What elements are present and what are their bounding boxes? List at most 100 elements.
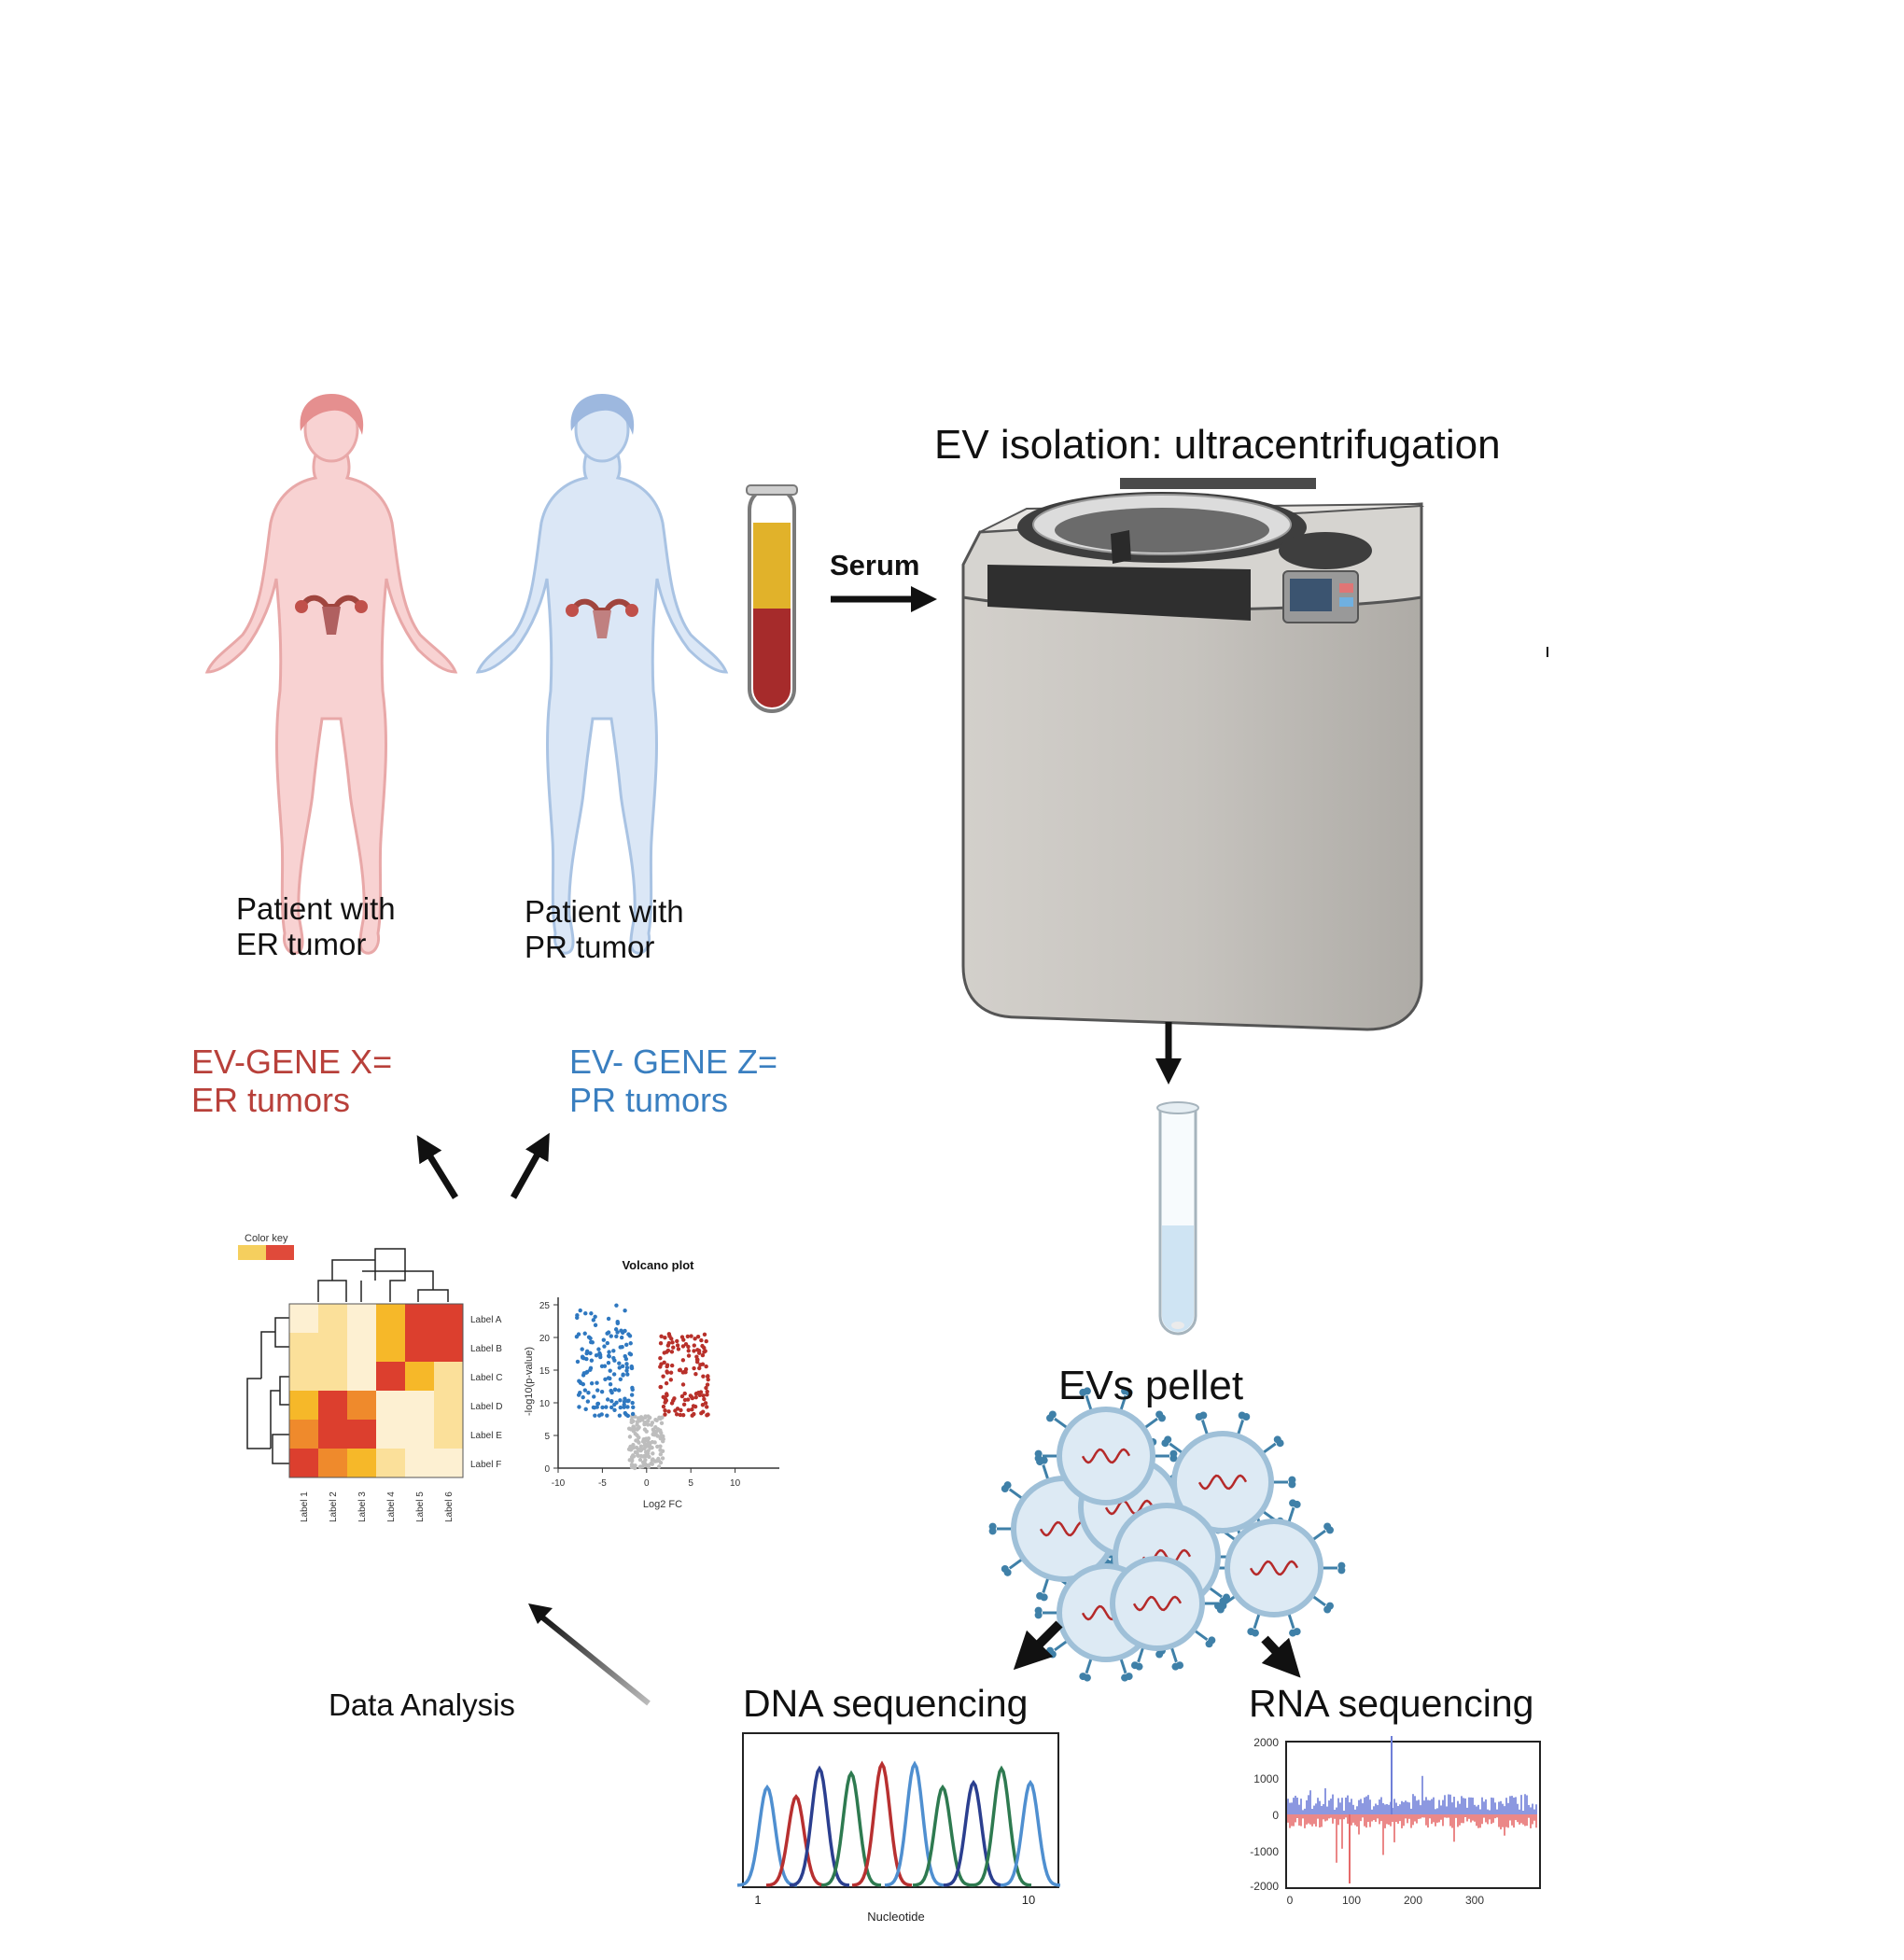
- heatmap-col-label: Label 3: [357, 1491, 368, 1522]
- volcano-point-down: [622, 1399, 627, 1405]
- volcano-point-ns: [651, 1433, 657, 1437]
- patient-er-figure: [204, 394, 458, 955]
- volcano-point-ns: [651, 1457, 655, 1462]
- volcano-point-up: [700, 1352, 706, 1358]
- volcano-point-ns: [629, 1458, 635, 1463]
- ev-gene-x-label: EV-GENE X= ER tumors: [191, 1043, 392, 1120]
- volcano-point-ns: [659, 1421, 665, 1426]
- volcano-point-down: [586, 1335, 592, 1339]
- heatmap-cell: [289, 1362, 318, 1391]
- volcano-point-down: [605, 1340, 610, 1346]
- volcano-point-down: [586, 1391, 591, 1395]
- volcano-point-up: [693, 1404, 698, 1409]
- dna-peaks: [736, 1760, 1061, 1887]
- volcano-point-down: [578, 1380, 583, 1386]
- volcano-point-ns: [635, 1422, 639, 1427]
- volcano-point-up: [664, 1398, 669, 1403]
- volcano-point-up: [693, 1394, 698, 1400]
- volcano-point-down: [615, 1320, 620, 1324]
- volcano-point-down: [625, 1398, 630, 1404]
- volcano-point-down: [605, 1413, 609, 1418]
- volcano-point-down: [608, 1376, 612, 1381]
- heatmap-col-label: Label 6: [444, 1491, 455, 1522]
- centrifuge-icon: [961, 478, 1425, 1031]
- volcano-point-ns: [642, 1446, 647, 1451]
- rna-y-tick: 0: [1272, 1809, 1279, 1822]
- volcano-point-down: [622, 1402, 626, 1407]
- heatmap-cell: [434, 1304, 463, 1333]
- volcano-point-up: [702, 1345, 707, 1351]
- heatmap-row-label: Label C: [470, 1373, 502, 1383]
- rna-sequencing-title: RNA sequencing: [1249, 1682, 1534, 1725]
- volcano-point-ns: [643, 1449, 649, 1454]
- volcano-y-tick: 0: [544, 1464, 550, 1475]
- volcano-point-ns: [660, 1456, 665, 1461]
- volcano-point-down: [583, 1311, 588, 1316]
- heatmap-cell: [376, 1391, 405, 1420]
- patient-er-line1: Patient with: [236, 891, 396, 926]
- heatmap-cell: [434, 1391, 463, 1420]
- rna-y-tick: -1000: [1250, 1845, 1279, 1858]
- volcano-point-up: [701, 1393, 706, 1398]
- volcano-point-up: [677, 1367, 682, 1373]
- volcano-point-down: [581, 1394, 585, 1400]
- volcano-point-down: [595, 1401, 600, 1407]
- arrow-to-gene-z: [510, 1132, 550, 1199]
- volcano-point-down: [575, 1315, 580, 1321]
- arrow-to-gene-x: [416, 1135, 458, 1199]
- heatmap-cell: [405, 1391, 434, 1420]
- volcano-point-down: [602, 1344, 607, 1349]
- volcano-point-up: [678, 1412, 683, 1418]
- volcano-y-tick: 15: [539, 1366, 551, 1377]
- volcano-point-up: [686, 1353, 692, 1358]
- volcano-y-tick: 25: [539, 1301, 551, 1311]
- patient-pr-line2: PR tumor: [525, 929, 655, 964]
- volcano-point-down: [599, 1389, 605, 1394]
- dna-peak: [1000, 1779, 1061, 1887]
- ev-gene-x-line2: ER tumors: [191, 1081, 351, 1120]
- volcano-point-up: [671, 1398, 676, 1403]
- volcano-point-down: [584, 1349, 590, 1354]
- volcano-point-down: [628, 1341, 633, 1346]
- volcano-point-ns: [655, 1427, 661, 1432]
- heatmap-cell: [376, 1333, 405, 1362]
- volcano-point-up: [681, 1402, 687, 1407]
- heatmap-cell: [289, 1449, 318, 1477]
- patient-pr-label: Patient with PR tumor: [525, 894, 684, 965]
- volcano-point-ns: [661, 1438, 665, 1444]
- heatmap-cell: [347, 1420, 376, 1449]
- volcano-point-ns: [658, 1416, 663, 1421]
- dna-tick-10: 10: [1022, 1893, 1035, 1907]
- volcano-point-up: [685, 1397, 691, 1402]
- volcano-point-down: [628, 1351, 634, 1357]
- volcano-point-down: [623, 1308, 627, 1313]
- volcano-point-down: [627, 1334, 633, 1338]
- volcano-point-down: [617, 1365, 622, 1370]
- volcano-points: [574, 1303, 710, 1471]
- dna-peak: [765, 1794, 827, 1887]
- dna-peak: [971, 1765, 1032, 1887]
- data-analysis-arrowhead: [528, 1603, 553, 1624]
- volcano-point-up: [680, 1412, 686, 1418]
- volcano-point-up: [703, 1349, 707, 1353]
- volcano-point-up: [680, 1344, 686, 1349]
- volcano-point-up: [705, 1389, 709, 1394]
- volcano-point-up: [679, 1407, 683, 1413]
- heatmap-cell: [405, 1304, 434, 1333]
- ev-gene-x-line1: EV-GENE X=: [191, 1043, 393, 1081]
- volcano-point-ns: [631, 1424, 636, 1429]
- volcano-point-down: [611, 1372, 617, 1377]
- arrow-to-rna: [1261, 1635, 1301, 1678]
- ev-tube-icon: [1156, 1101, 1199, 1336]
- volcano-point-up: [674, 1412, 679, 1417]
- volcano-point-ns: [629, 1462, 635, 1467]
- volcano-point-up: [681, 1369, 687, 1375]
- volcano-point-down: [625, 1405, 630, 1409]
- volcano-point-up: [658, 1384, 664, 1390]
- volcano-point-down: [596, 1413, 602, 1418]
- volcano-point-down: [593, 1314, 597, 1320]
- volcano-ylabel: -log10(p-value): [524, 1347, 535, 1416]
- volcano-point-down: [629, 1365, 635, 1371]
- volcano-point-up: [664, 1380, 669, 1386]
